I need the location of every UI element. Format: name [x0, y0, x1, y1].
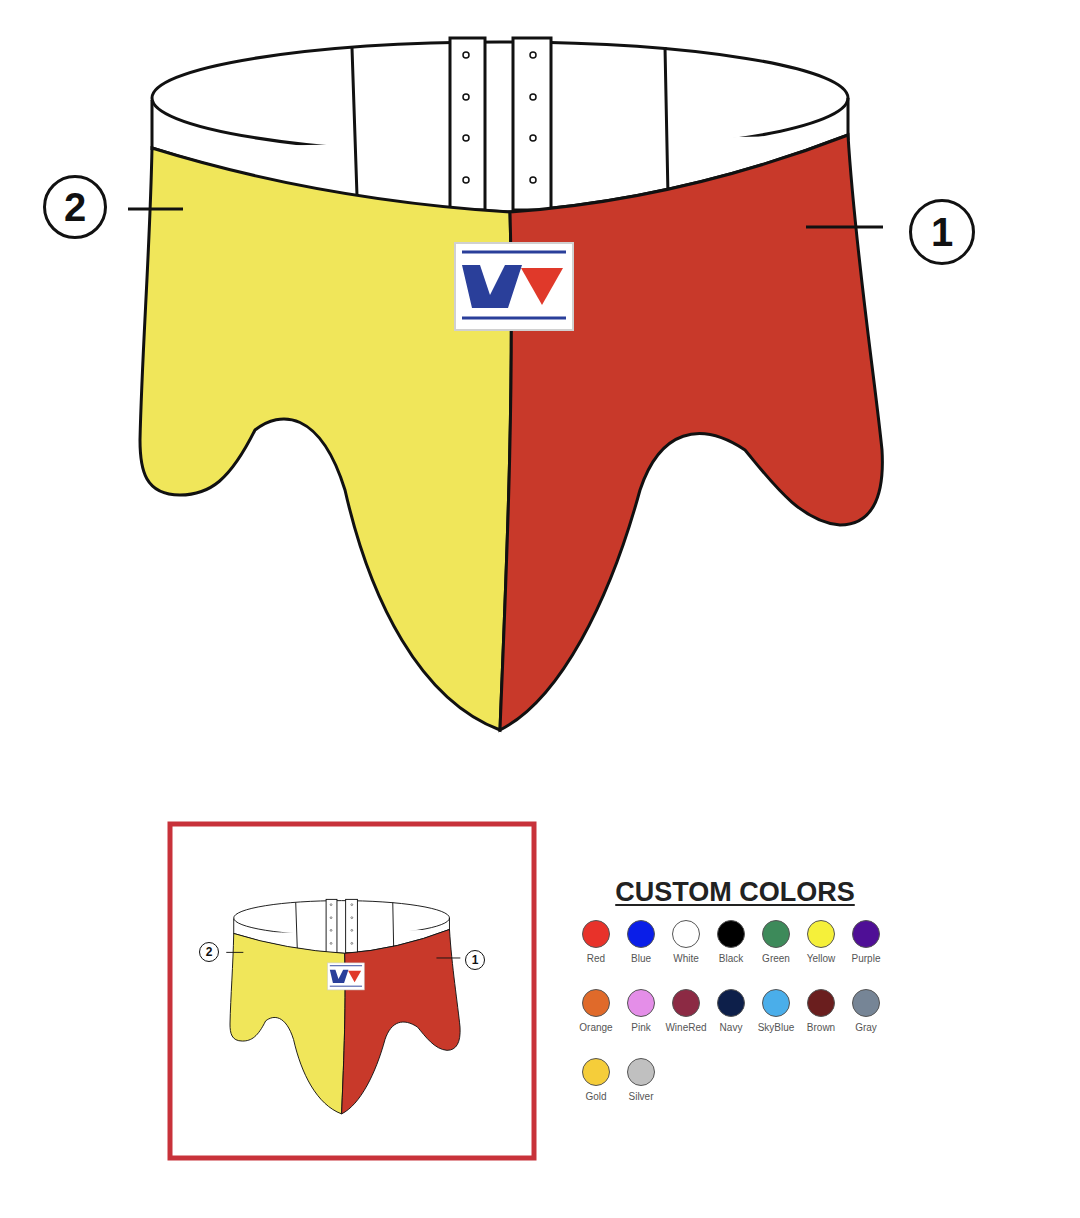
color-name: Orange: [579, 1022, 612, 1033]
color-swatch: [762, 920, 790, 948]
color-swatch: [672, 920, 700, 948]
color-swatch: [582, 920, 610, 948]
callout-circle: 2: [43, 175, 107, 239]
color-name: Green: [762, 953, 790, 964]
color-name: Gray: [855, 1022, 877, 1033]
color-swatch: [807, 920, 835, 948]
color-name: Yellow: [807, 953, 836, 964]
color-name: White: [673, 953, 699, 964]
callout-circle: 1: [465, 950, 485, 970]
callout-number: 1: [931, 212, 953, 252]
callout-circle: 2: [199, 942, 219, 962]
callout-number: 2: [206, 946, 213, 958]
color-name: Brown: [807, 1022, 835, 1033]
color-name: Purple: [852, 953, 881, 964]
color-swatch: [762, 989, 790, 1017]
legend-heading: CUSTOM COLORS: [615, 877, 855, 908]
color-swatch: [852, 920, 880, 948]
color-swatch: [717, 920, 745, 948]
color-swatch: [627, 989, 655, 1017]
callout-circle: 1: [909, 199, 975, 265]
color-name: Blue: [631, 953, 651, 964]
color-swatch: [582, 1058, 610, 1086]
color-swatch: [582, 989, 610, 1017]
color-swatch: [852, 989, 880, 1017]
color-swatch: [627, 920, 655, 948]
groin-protector: [128, 38, 883, 730]
color-swatch: [672, 989, 700, 1017]
thumbnail-frame: [170, 824, 534, 1158]
color-swatch: [807, 989, 835, 1017]
color-name: SkyBlue: [758, 1022, 795, 1033]
color-name: Red: [587, 953, 605, 964]
color-name: Gold: [585, 1091, 606, 1102]
color-swatch: [717, 989, 745, 1017]
color-name: Black: [719, 953, 743, 964]
callout-number: 1: [472, 954, 479, 966]
color-name: Silver: [628, 1091, 653, 1102]
color-name: Pink: [631, 1022, 650, 1033]
color-swatch: [627, 1058, 655, 1086]
callout-number: 2: [64, 187, 86, 227]
color-name: Navy: [720, 1022, 743, 1033]
color-name: WineRed: [665, 1022, 706, 1033]
